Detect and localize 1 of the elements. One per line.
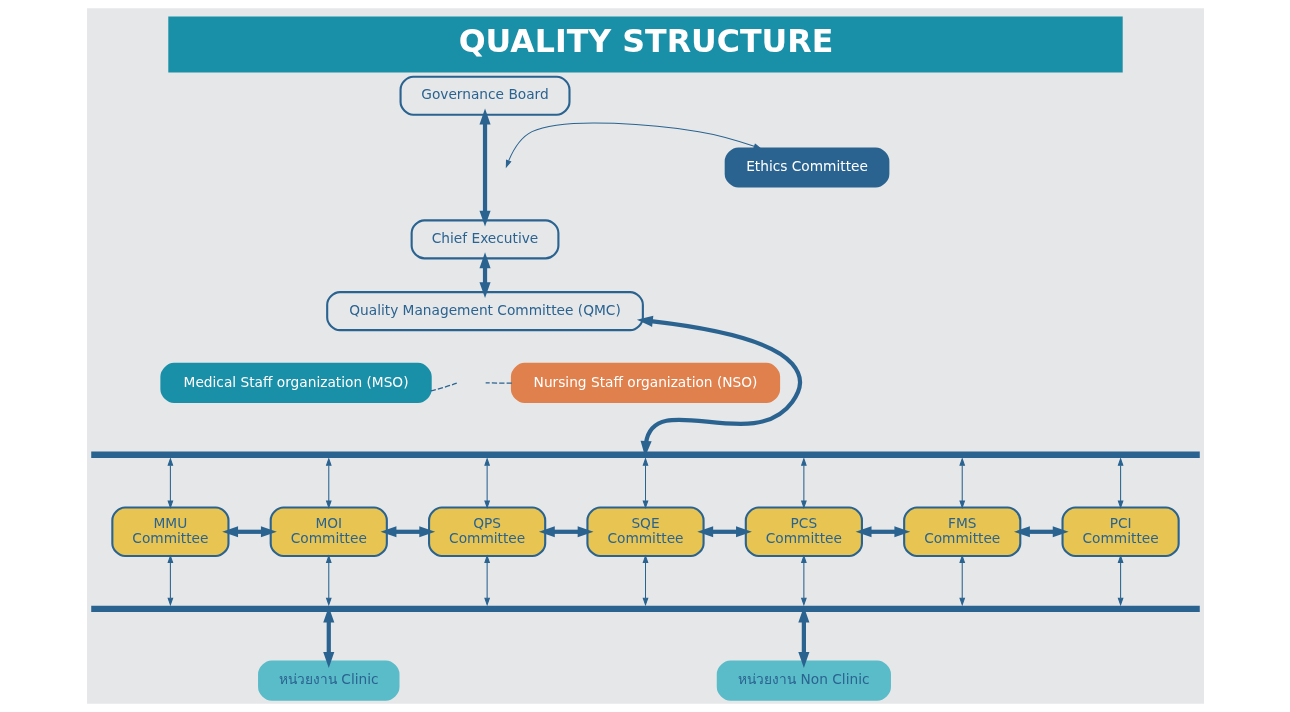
diagram-title: QUALITY STRUCTURE bbox=[458, 22, 833, 59]
